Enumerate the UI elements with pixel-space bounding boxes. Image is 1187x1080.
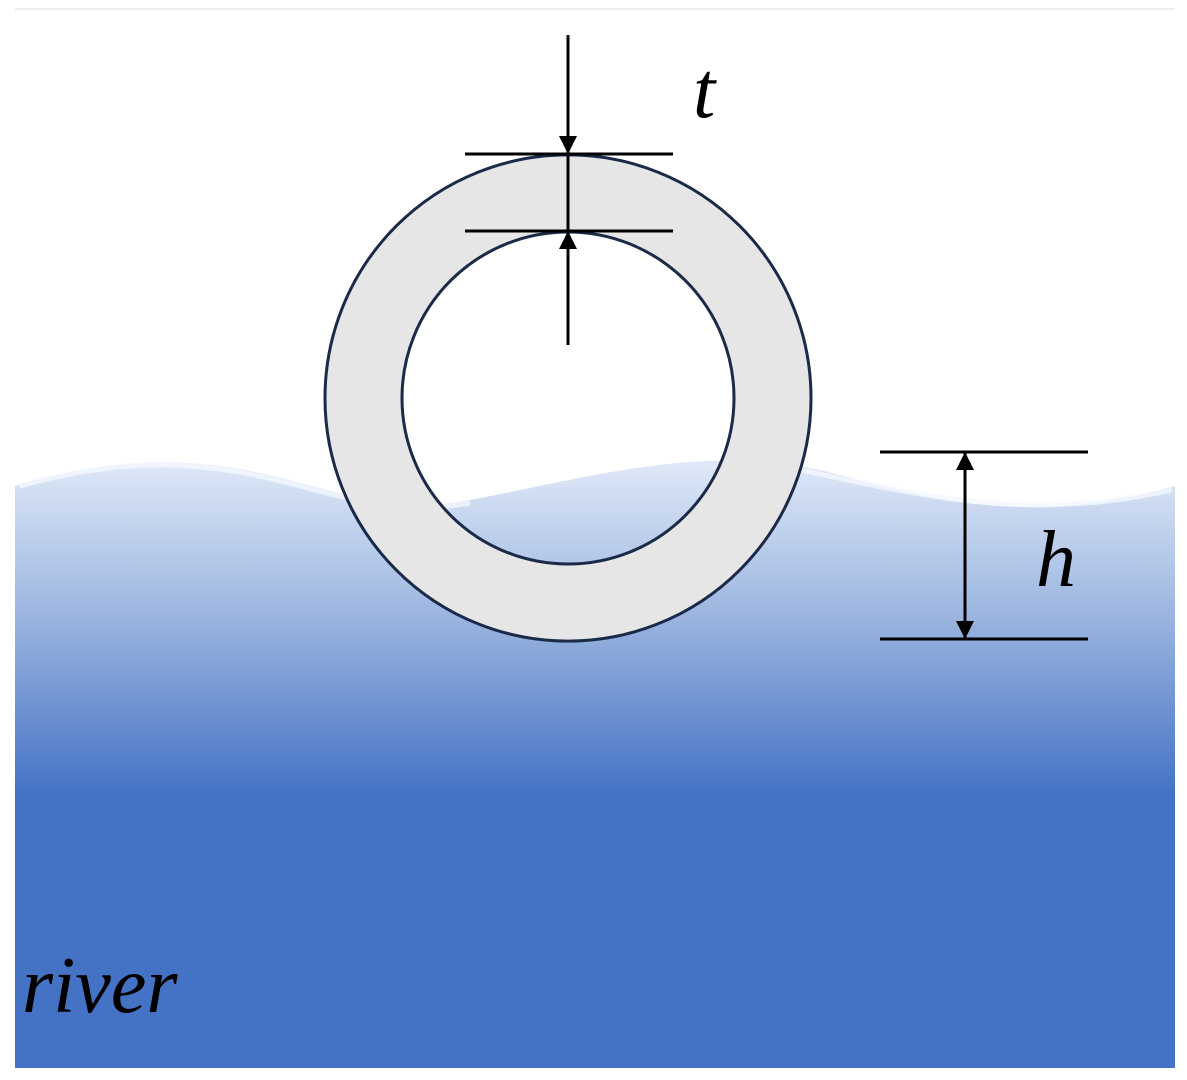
river-label: river bbox=[22, 942, 178, 1030]
height-label: h bbox=[1036, 516, 1076, 604]
thickness-label: t bbox=[693, 47, 717, 135]
river-water bbox=[15, 460, 1175, 1068]
pipe-wall bbox=[323, 153, 813, 643]
